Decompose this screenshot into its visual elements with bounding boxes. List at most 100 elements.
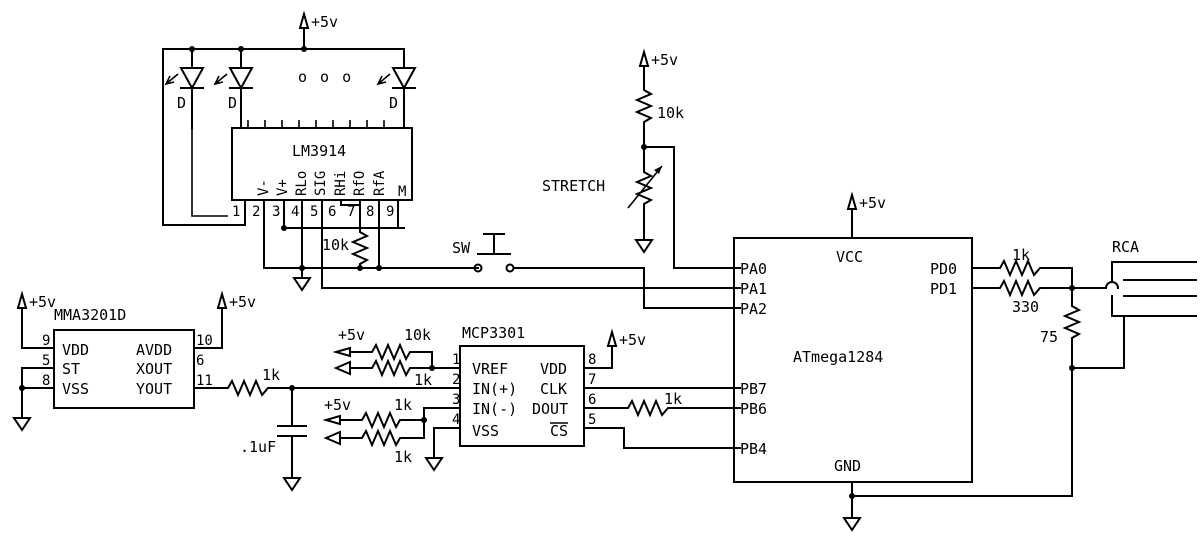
lm3914-num-7: 7	[347, 204, 355, 220]
video-out-group: 1k 330 75 RCA	[971, 238, 1197, 371]
mcp-num-7: 7	[588, 372, 596, 388]
lm3914-name: LM3914	[292, 142, 346, 160]
video-resistor-1k	[971, 258, 1073, 278]
lm3914-num-5: 5	[310, 204, 318, 220]
lm3914-num-9: 9	[386, 204, 394, 220]
led-ellipsis: o o o	[298, 68, 353, 86]
mma3201d-group: +5v +5v MMA3201D VDD ST VSS 9 5 8 AVDD X…	[13, 293, 461, 491]
inminus-resistor-top	[339, 410, 425, 430]
diode-label-3: D	[389, 94, 398, 112]
lm3914-pin-vminus: V-	[256, 179, 272, 196]
mcp-num-4: 4	[452, 412, 460, 428]
mma-pin-xout: XOUT	[136, 360, 172, 378]
lm3914-num-8: 8	[366, 204, 374, 220]
lm3914-pin-rlo: RLo	[294, 171, 310, 196]
video-resistor-330	[971, 278, 1107, 298]
mcp3301-group: MCP3301 VREF IN(+) IN(-) VSS 1 2 3 4 VDD…	[322, 324, 741, 471]
lm3914-num-4: 4	[291, 204, 299, 220]
atmega-pin-pd0: PD0	[930, 260, 957, 278]
rca-label: RCA	[1112, 238, 1139, 256]
stretch-pot-group: +5v 10k STRETCH	[542, 51, 741, 269]
mma-pin-avdd: AVDD	[136, 341, 172, 359]
mcp-num-8: 8	[588, 352, 596, 368]
lm3914-num-3: 3	[272, 204, 280, 220]
mma-num-8: 8	[42, 373, 50, 389]
video-r1-label: 1k	[1012, 246, 1030, 264]
led-diode-3: D	[376, 48, 417, 129]
filter-resistor-label: 1k	[262, 366, 280, 384]
led-diode-2: D	[213, 48, 254, 129]
mma-num-6: 6	[196, 353, 204, 369]
mma-pin-vdd: VDD	[62, 341, 89, 359]
lm3914-num-2: 2	[252, 204, 260, 220]
mcp-num-1: 1	[452, 352, 460, 368]
atmega-pin-pd1: PD1	[930, 280, 957, 298]
atmega-pin-pb7: PB7	[740, 380, 767, 398]
supply-label-vref: +5v	[338, 326, 365, 344]
dout-resistor	[583, 398, 741, 418]
lm3914-pin-rhi: RHi	[333, 171, 349, 196]
atmega-vcc-label: VCC	[836, 248, 863, 266]
supply-label-led: +5v	[311, 13, 338, 31]
mcp-num-6: 6	[588, 392, 596, 408]
stretch-top-resistor-label: 10k	[657, 104, 684, 122]
supply-label-atmega: +5v	[859, 194, 886, 212]
mcp-num-2: 2	[452, 372, 460, 388]
mma3201d-name: MMA3201D	[54, 306, 126, 324]
supply-label-mma-left: +5v	[29, 293, 56, 311]
lm3914-num-1: 1	[232, 204, 240, 220]
video-resistor-75	[1062, 287, 1082, 369]
supply-label-mcp-vdd: +5v	[619, 331, 646, 349]
atmega-name: ATmega1284	[793, 348, 883, 366]
mcp-pin-cs: CS	[550, 422, 568, 440]
lm3914-pin-m: M	[398, 184, 406, 200]
lm3914-pin-vplus: V+	[275, 179, 291, 196]
atmega-pin-pa1: PA1	[740, 280, 767, 298]
mcp-pin-vref: VREF	[472, 360, 508, 378]
mcp-pin-inplus: IN(+)	[472, 380, 517, 398]
atmega-pin-pa0: PA0	[740, 260, 767, 278]
rca-jack	[1104, 281, 1120, 290]
mcp-pin-inminus: IN(-)	[472, 400, 517, 418]
supply-label-stretch: +5v	[651, 51, 678, 69]
dout-resistor-label: 1k	[664, 390, 682, 408]
supply-label-mma-right: +5v	[229, 293, 256, 311]
mcp-pin-clk: CLK	[540, 380, 567, 398]
lm3914-resistor	[350, 223, 370, 269]
video-r2-label: 330	[1012, 298, 1039, 316]
mcp3301-chip	[459, 345, 585, 447]
mma-pin-vss: VSS	[62, 380, 89, 398]
supply-label-inminus: +5v	[324, 396, 351, 414]
lm3914-num-6: 6	[328, 204, 336, 220]
led-bar-group: +5v D D	[162, 13, 479, 291]
mcp-num-5: 5	[588, 412, 596, 428]
filter-capacitor-label: .1uF	[240, 438, 276, 456]
switch-label: SW	[452, 239, 471, 257]
mma-pin-st: ST	[62, 360, 80, 378]
inminus-resistor-bottom	[339, 419, 425, 448]
mma-num-9: 9	[42, 333, 50, 349]
stretch-pot	[634, 146, 654, 231]
atmega-pin-pb6: PB6	[740, 400, 767, 418]
video-r3-label: 75	[1040, 328, 1058, 346]
lm3914-pin-sig: SIG	[313, 171, 329, 196]
mcp-num-3: 3	[452, 392, 460, 408]
atmega-gnd-label: GND	[834, 457, 861, 475]
mma-num-10: 10	[196, 333, 213, 349]
inminus-resistor-bottom-label: 1k	[394, 448, 412, 466]
mma-pin-yout: YOUT	[136, 380, 172, 398]
stretch-label: STRETCH	[542, 177, 605, 195]
lm3914-pin-rfo: RfO	[352, 171, 368, 196]
mcp-pin-vdd: VDD	[540, 360, 567, 378]
inminus-resistor-top-label: 1k	[394, 396, 412, 414]
vref-resistor-10k-label: 10k	[404, 326, 431, 344]
diode-label-2: D	[228, 94, 237, 112]
filter-resistor	[193, 378, 461, 398]
stretch-top-resistor	[634, 83, 654, 148]
vref-resistor-1k	[349, 358, 433, 378]
mma-num-5: 5	[42, 353, 50, 369]
vref-resistor-1k-label: 1k	[414, 371, 432, 389]
mma-num-11: 11	[196, 373, 213, 389]
switch-group: SW	[321, 233, 741, 309]
